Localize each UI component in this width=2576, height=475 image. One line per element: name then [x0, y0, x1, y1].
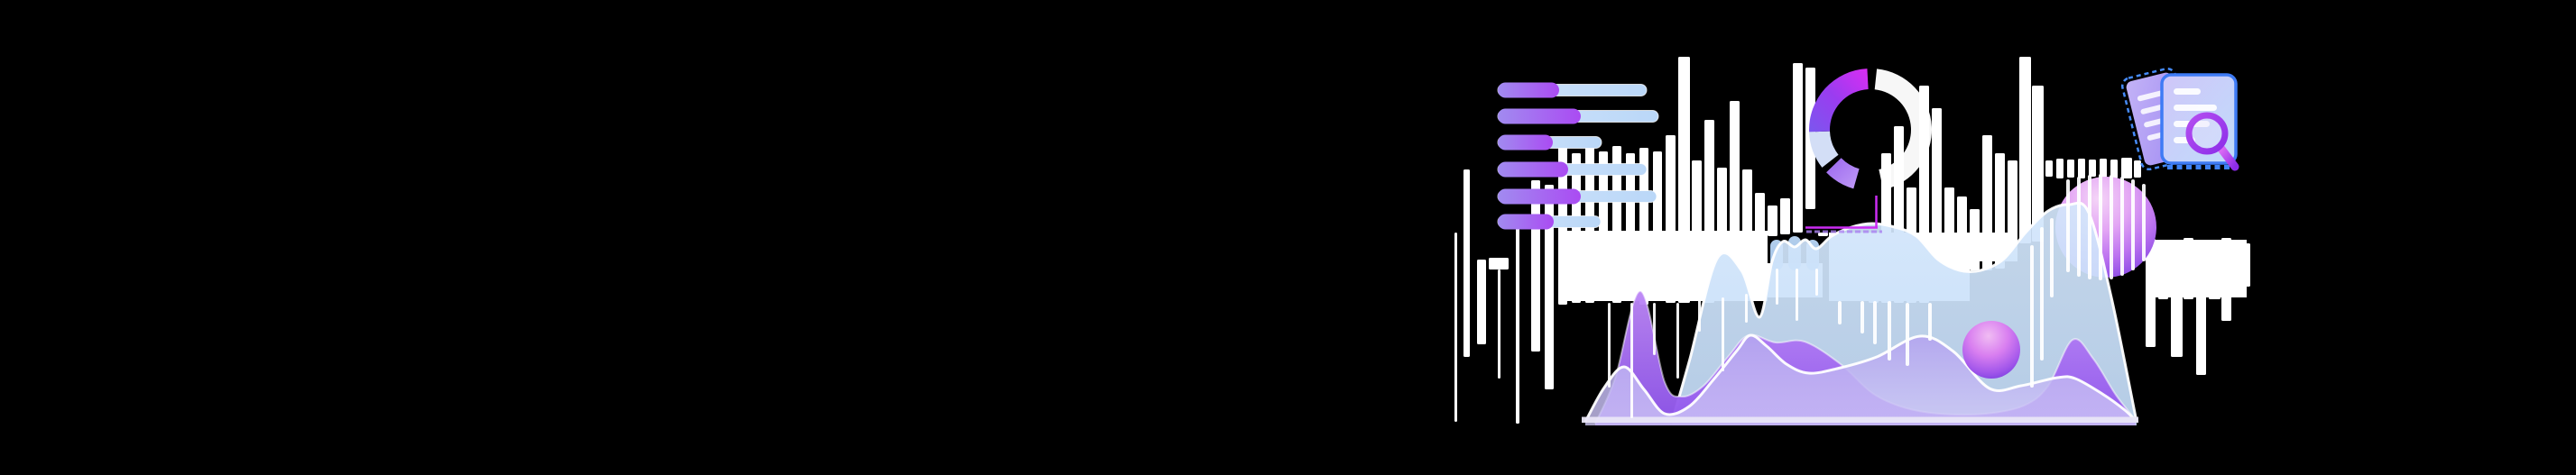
donut-segment-lightblue: [1809, 131, 1839, 168]
area-lavender-front: [1585, 334, 2136, 425]
bar-fill: [1498, 188, 1581, 205]
mini-bar-chart: [1805, 196, 1882, 233]
magnifier-lens: [2185, 112, 2229, 155]
donut-gauge: [1808, 69, 1933, 190]
bar-fill: [1498, 108, 1581, 124]
bar-fill: [1498, 214, 1554, 230]
magnifier-icon: [2185, 112, 2239, 171]
bar-fill: [1498, 161, 1568, 178]
donut-segment-magenta: [1808, 69, 1869, 132]
mini-chart-axis: [1805, 196, 1878, 229]
white-drip-lines: [1608, 174, 2146, 418]
bar-fill: [1498, 82, 1559, 98]
magnifier-handle: [2217, 144, 2239, 171]
horizontal-bar-chart: [1497, 82, 1659, 230]
bar-fill: [1498, 134, 1553, 151]
donut-segment-white: [1874, 69, 1933, 190]
area-chart: [1582, 201, 2138, 425]
donut-segment-violet: [1826, 158, 1860, 189]
small-sphere: [1962, 321, 2020, 379]
chart-base-strip: [1582, 416, 2138, 423]
search-documents-icon: [2120, 67, 2238, 171]
